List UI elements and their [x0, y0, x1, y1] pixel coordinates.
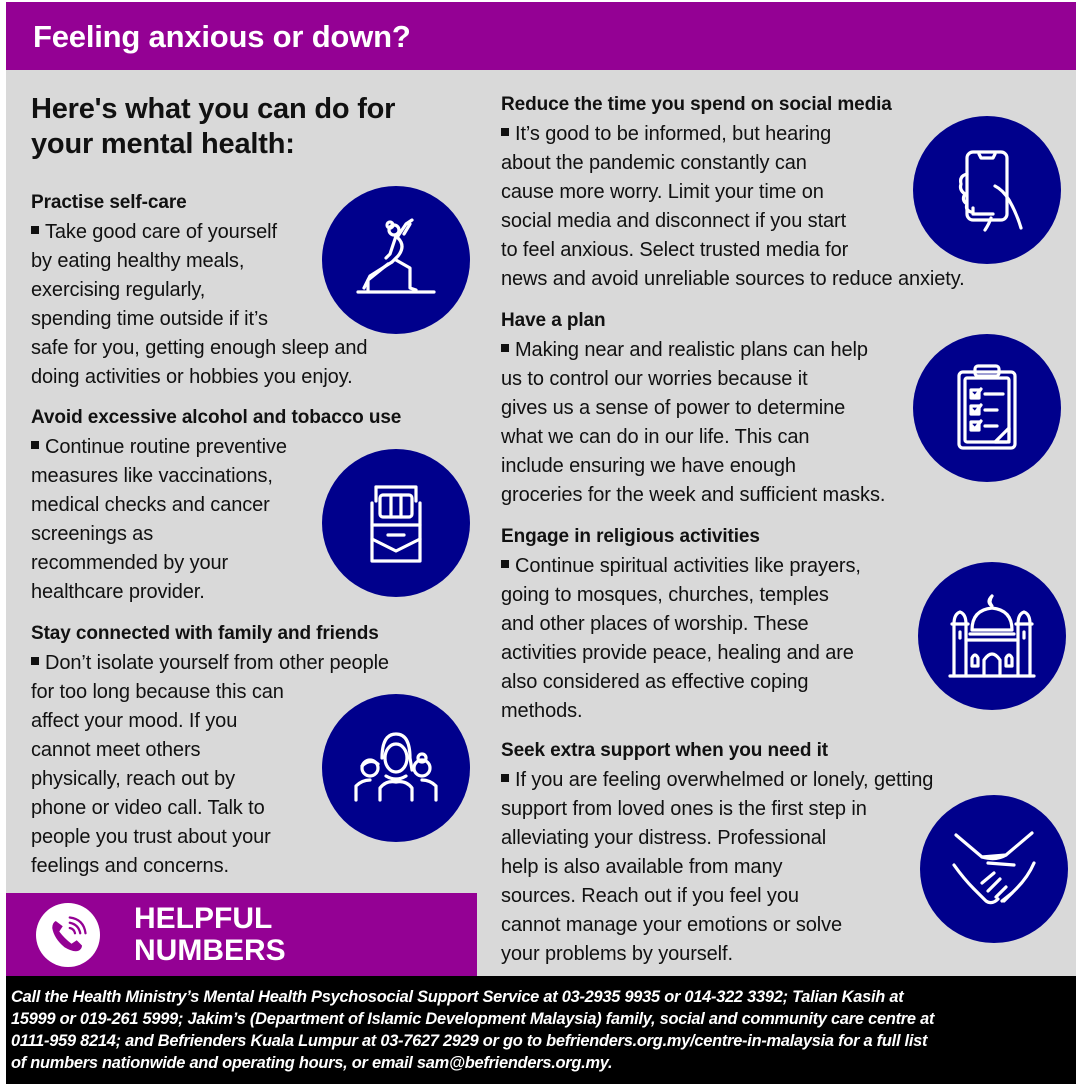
bullet-icon: [31, 226, 39, 234]
section-alcohol-tobacco: Avoid excessive alcohol and tobacco use …: [31, 407, 471, 607]
section-body: Continue routine preventive measures lik…: [31, 436, 287, 603]
footer-hotlines: Call the Health Ministry’s Mental Health…: [6, 976, 1076, 1084]
section-title: Have a plan: [501, 310, 606, 331]
section-title: Avoid excessive alcohol and tobacco use: [31, 407, 402, 428]
header-banner: Feeling anxious or down?: [6, 2, 1076, 70]
section-body: Continue spiritual activities like praye…: [501, 555, 861, 722]
section-self-care: Practise self-care Take good care of you…: [31, 192, 461, 392]
helpful-numbers-title: HELPFUL NUMBERS: [134, 902, 286, 967]
family-group-icon: [322, 694, 470, 842]
section-have-a-plan: Have a plan Making near and realistic pl…: [501, 310, 1061, 510]
handshake-icon: [920, 795, 1068, 943]
intro-line-2: your mental health:: [31, 128, 295, 160]
bullet-icon: [31, 441, 39, 449]
section-stay-connected: Stay connected with family and friends D…: [31, 623, 471, 881]
section-body: It’s good to be informed, but hearing ab…: [501, 123, 965, 290]
section-body: Take good care of yourself by eating hea…: [31, 221, 368, 388]
section-title: Seek extra support when you need it: [501, 740, 828, 761]
section-body: Don’t isolate yourself from other people…: [31, 652, 389, 877]
section-body: If you are feeling overwhelmed or lonely…: [501, 769, 934, 965]
phone-call-icon: [36, 903, 100, 967]
helpful-numbers-banner: HELPFUL NUMBERS: [6, 893, 477, 976]
bullet-icon: [31, 657, 39, 665]
section-seek-support: Seek extra support when you need it If y…: [501, 740, 1061, 969]
section-title: Reduce the time you spend on social medi…: [501, 94, 892, 115]
bullet-icon: [501, 774, 509, 782]
section-body: Making near and realistic plans can help…: [501, 339, 886, 506]
smartphone-in-hand-icon: [913, 116, 1061, 264]
section-title: Engage in religious activities: [501, 526, 760, 547]
page-title: Feeling anxious or down?: [33, 19, 411, 54]
section-religious-activities: Engage in religious activities Continue …: [501, 526, 1061, 726]
bullet-icon: [501, 128, 509, 136]
intro-heading: Here's what you can do for your mental h…: [31, 92, 395, 162]
mosque-icon: [918, 562, 1066, 710]
clipboard-checklist-icon: [913, 334, 1061, 482]
cigarette-pack-icon: [322, 449, 470, 597]
bullet-icon: [501, 344, 509, 352]
yoga-pose-icon: [322, 186, 470, 334]
bullet-icon: [501, 560, 509, 568]
section-title: Stay connected with family and friends: [31, 623, 379, 644]
footer-text: Call the Health Ministry’s Mental Health…: [11, 988, 935, 1072]
intro-line-1: Here's what you can do for: [31, 93, 396, 125]
section-title: Practise self-care: [31, 192, 187, 213]
section-social-media: Reduce the time you spend on social medi…: [501, 94, 1061, 294]
